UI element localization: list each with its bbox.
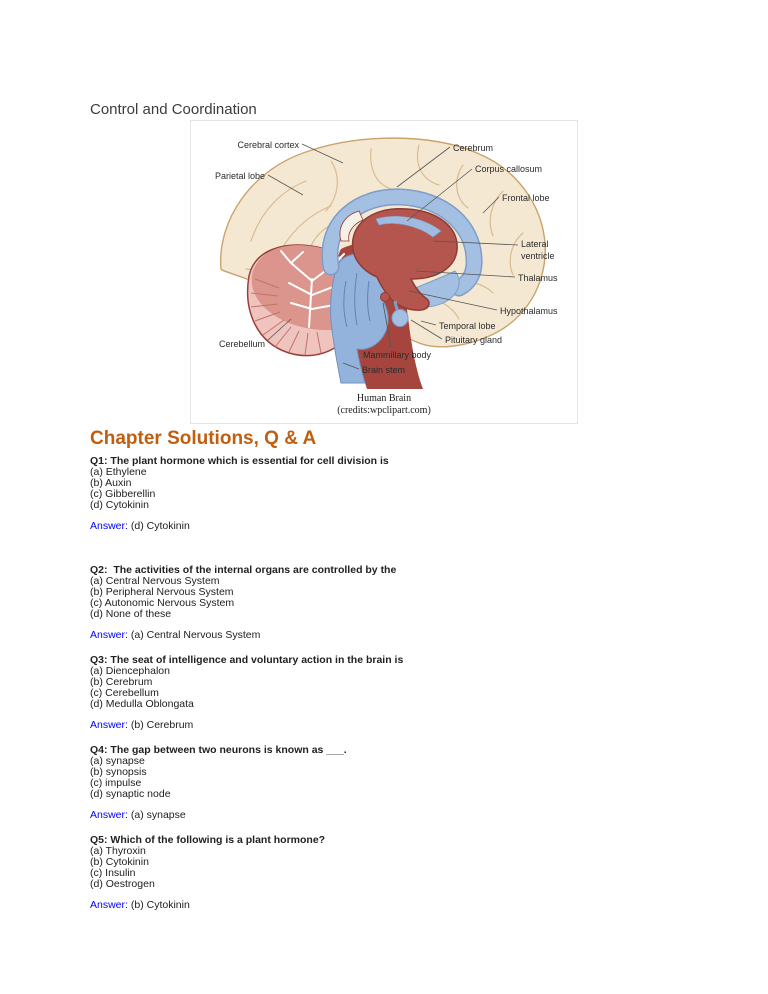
cerebellum-striations — [250, 278, 322, 356]
question-option: (a) Thyroxin — [90, 845, 146, 857]
answer-text: (d) Cytokinin — [127, 520, 190, 532]
answer-label: Answer: — [90, 629, 128, 641]
page-title: Control and Coordination — [90, 101, 257, 118]
question-option: (c) Autonomic Nervous System — [90, 597, 235, 609]
answer-text: (a) Central Nervous System — [127, 629, 261, 641]
question-option: (b) Cytokinin — [90, 856, 149, 868]
answer-line: Answer: (d) Cytokinin — [90, 521, 678, 532]
question-option: (c) Insulin — [90, 867, 136, 879]
question-option: (a) Ethylene — [90, 466, 147, 478]
label-cerebrum: Cerebrum — [453, 143, 493, 153]
answer-text: (b) Cytokinin — [127, 899, 190, 911]
question-block-5: Q5: Which of the following is a plant ho… — [90, 835, 678, 911]
answer-line: Answer: (a) Central Nervous System — [90, 630, 678, 641]
question-option: (b) Peripheral Nervous System — [90, 586, 234, 598]
question-option: (d) synaptic node — [90, 788, 171, 800]
pituitary-gland-shape — [391, 309, 409, 327]
answer-label: Answer: — [90, 719, 128, 731]
lateral-ventricle-shape — [375, 216, 442, 238]
label-lateral-ventricle-2: ventricle — [521, 251, 555, 261]
question-text: Q3: The seat of intelligence and volunta… — [90, 654, 404, 666]
question-text: Q2: The activities of the internal organ… — [90, 564, 397, 576]
question-option: (b) synopsis — [90, 766, 147, 778]
question-text: Q4: The gap between two neurons is known… — [90, 744, 347, 756]
answer-label: Answer: — [90, 520, 128, 532]
label-lateral-ventricle-1: Lateral — [521, 239, 549, 249]
question-option: (b) Auxin — [90, 477, 132, 489]
question-block-4: Q4: The gap between two neurons is known… — [90, 745, 678, 821]
label-corpus-callosum: Corpus callosum — [475, 164, 542, 174]
answer-line: Answer: (b) Cytokinin — [90, 900, 678, 911]
brain-diagram: Cerebral cortex Cerebrum Parietal lobe C… — [215, 137, 558, 389]
question-option: (a) Central Nervous System — [90, 575, 220, 587]
question-block-2: Q2: The activities of the internal organ… — [90, 565, 678, 641]
label-pituitary-gland: Pituitary gland — [445, 335, 502, 345]
answer-label: Answer: — [90, 899, 128, 911]
brain-stem-detail — [343, 272, 371, 328]
question-option: (d) None of these — [90, 608, 172, 620]
question-text: Q1: The plant hormone which is essential… — [90, 455, 389, 467]
question-option: (a) synapse — [90, 755, 145, 767]
label-lines — [266, 143, 519, 370]
label-mammillary-body: Mammillary body — [363, 350, 432, 360]
label-thalamus: Thalamus — [518, 273, 558, 283]
question-option: (d) Oestrogen — [90, 878, 155, 890]
question-option: (a) Diencephalon — [90, 665, 170, 677]
label-hypothalamus: Hypothalamus — [500, 306, 558, 316]
question-option: (d) Cytokinin — [90, 499, 149, 511]
answer-line: Answer: (b) Cerebrum — [90, 720, 678, 731]
figure-caption-credits: (credits:wpclipart.com) — [337, 405, 431, 416]
answer-line: Answer: (a) synapse — [90, 810, 678, 821]
brain-figure: Cerebral cortex Cerebrum Parietal lobe C… — [190, 120, 578, 424]
fornix-shape — [339, 210, 364, 242]
label-frontal-lobe: Frontal lobe — [502, 193, 550, 203]
label-brain-stem: Brain stem — [362, 365, 405, 375]
question-option: (c) Gibberellin — [90, 488, 156, 500]
section-heading: Chapter Solutions, Q & A — [90, 428, 317, 449]
question-option: (c) Cerebellum — [90, 687, 159, 699]
question-block-1: Q1: The plant hormone which is essential… — [90, 456, 678, 532]
question-option: (c) impulse — [90, 777, 142, 789]
question-text: Q5: Which of the following is a plant ho… — [90, 834, 326, 846]
figure-caption-title: Human Brain — [356, 393, 412, 404]
label-temporal-lobe: Temporal lobe — [439, 321, 496, 331]
answer-label: Answer: — [90, 809, 128, 821]
question-option: (d) Medulla Oblongata — [90, 698, 194, 710]
label-cerebral-cortex: Cerebral cortex — [237, 140, 299, 150]
corpus-callosum-inner — [322, 189, 482, 295]
answer-text: (a) synapse — [127, 809, 186, 821]
mammillary-body-shape — [380, 292, 390, 302]
question-block-3: Q3: The seat of intelligence and volunta… — [90, 655, 678, 731]
label-cerebellum: Cerebellum — [219, 339, 265, 349]
question-option: (b) Cerebrum — [90, 676, 153, 688]
figure-caption: Human Brain (credits:wpclipart.com) — [191, 393, 577, 417]
label-parietal-lobe: Parietal lobe — [215, 171, 265, 181]
answer-text: (b) Cerebrum — [127, 719, 194, 731]
questions-section: Q1: The plant hormone which is essential… — [90, 456, 678, 925]
